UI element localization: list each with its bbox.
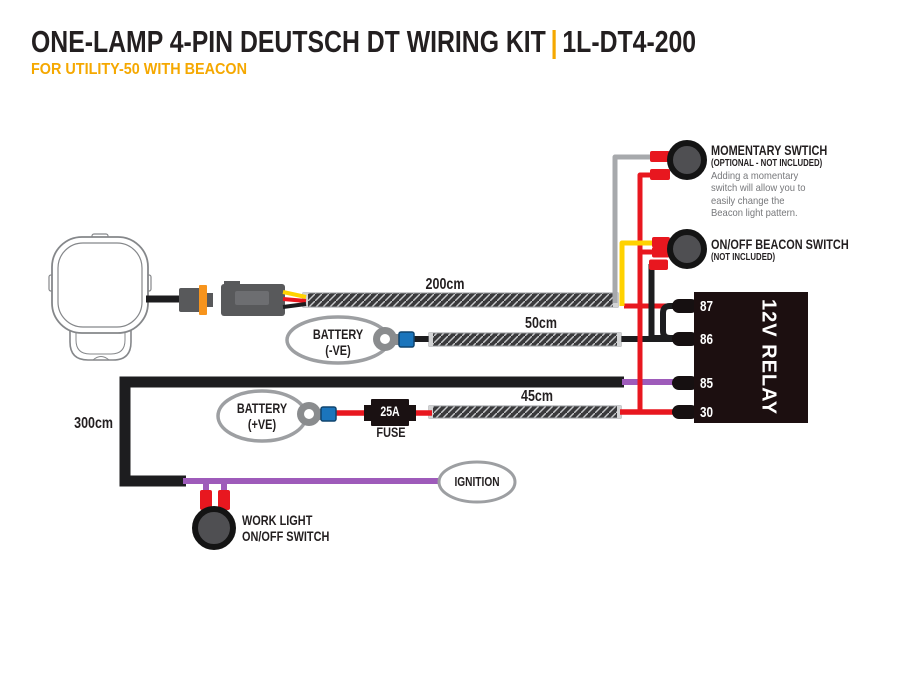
page-title-text: ONE-LAMP 4-PIN DEUTSCH DT WIRING KIT bbox=[31, 24, 546, 59]
label-momentary-switch-note: Adding a momentary switch will allow you… bbox=[711, 170, 806, 219]
momentary-switch-knob bbox=[667, 140, 707, 180]
crimp-blue-negative bbox=[398, 331, 415, 348]
page-subtitle: FOR UTILITY-50 WITH BEACON bbox=[31, 61, 247, 78]
label-beacon-switch-title: ON/OFF BEACON SWITCH bbox=[711, 236, 849, 252]
title-separator: | bbox=[550, 24, 558, 59]
fuse-holder bbox=[364, 399, 416, 426]
momentary-switch bbox=[650, 140, 707, 180]
relay-label-text: 12V RELAY bbox=[757, 299, 780, 416]
connector-fanout-wires bbox=[282, 290, 307, 309]
relay bbox=[672, 292, 808, 423]
label-momentary-switch-title: MOMENTARY SWTICH bbox=[711, 142, 828, 158]
work-light-terminal-left bbox=[200, 490, 212, 510]
label-momentary-switch-subtitle: (OPTIONAL - NOT INCLUDED) bbox=[711, 158, 823, 169]
label-ignition: IGNITION bbox=[454, 474, 500, 489]
part-number: 1L-DT4-200 bbox=[562, 24, 697, 59]
momentary-terminal-bottom bbox=[650, 169, 670, 180]
relay-pin-label-86: 86 bbox=[700, 331, 714, 348]
relay-pin-85 bbox=[672, 376, 698, 390]
label-beacon-switch-subtitle: (NOT INCLUDED) bbox=[711, 252, 776, 263]
work-light-switch-knob bbox=[192, 506, 236, 550]
relay-pin-label-85: 85 bbox=[700, 375, 714, 392]
label-300cm: 300cm bbox=[74, 415, 113, 432]
deutsch-male-connector bbox=[179, 285, 213, 315]
lamp-bracket-notch bbox=[92, 356, 110, 361]
page-title: ONE-LAMP 4-PIN DEUTSCH DT WIRING KIT|1L-… bbox=[31, 24, 696, 60]
beacon-terminal-bottom bbox=[649, 259, 668, 270]
connector-orange-seal bbox=[199, 285, 207, 315]
label-fuse: FUSE bbox=[376, 424, 406, 440]
wire-300cm-black bbox=[119, 376, 624, 487]
beacon-terminal-middle bbox=[652, 247, 670, 258]
deutsch-female-connector bbox=[221, 281, 285, 316]
momentary-terminal-top bbox=[650, 151, 670, 162]
relay-pin-30 bbox=[672, 405, 698, 419]
loom-50cm bbox=[428, 332, 622, 347]
loom-200cm bbox=[302, 292, 619, 308]
relay-pin-label-87: 87 bbox=[700, 298, 714, 315]
crimp-blue-positive bbox=[320, 406, 337, 422]
wire-gray-momentary bbox=[612, 154, 656, 303]
loom-45cm bbox=[428, 405, 622, 419]
relay-pin-86 bbox=[672, 332, 698, 346]
label-battery-positive: BATTERY (+VE) bbox=[236, 400, 288, 432]
ring-terminal-positive bbox=[297, 402, 337, 426]
beacon-terminal-top bbox=[652, 237, 670, 248]
label-fuse-rating: 25A bbox=[380, 404, 400, 419]
beacon-switch-knob bbox=[667, 229, 707, 269]
lamp-bracket-inner bbox=[75, 318, 126, 355]
wire-black-jumper-87-86 bbox=[660, 303, 681, 341]
label-battery-negative: BATTERY (-VE) bbox=[312, 326, 364, 358]
relay-body bbox=[694, 292, 808, 423]
work-light-terminal-right bbox=[218, 490, 230, 510]
lamp-body-outer bbox=[51, 236, 149, 334]
relay-pin-label-30: 30 bbox=[700, 404, 714, 421]
label-45cm: 45cm bbox=[521, 388, 553, 405]
ring-terminal-negative bbox=[373, 327, 415, 351]
work-light-switch bbox=[192, 490, 236, 550]
beacon-switch bbox=[649, 229, 707, 270]
relay-label: 12V RELAY bbox=[747, 292, 789, 423]
work-lamp-illustration bbox=[48, 233, 152, 361]
label-200cm: 200cm bbox=[425, 276, 465, 293]
wire-yellow-beacon bbox=[619, 240, 656, 306]
label-work-light-switch: WORK LIGHT ON/OFF SWITCH bbox=[242, 512, 330, 544]
lamp-body-inner bbox=[57, 242, 143, 328]
ignition-oval bbox=[437, 460, 517, 504]
label-50cm: 50cm bbox=[525, 315, 557, 332]
relay-pin-87 bbox=[672, 299, 698, 313]
